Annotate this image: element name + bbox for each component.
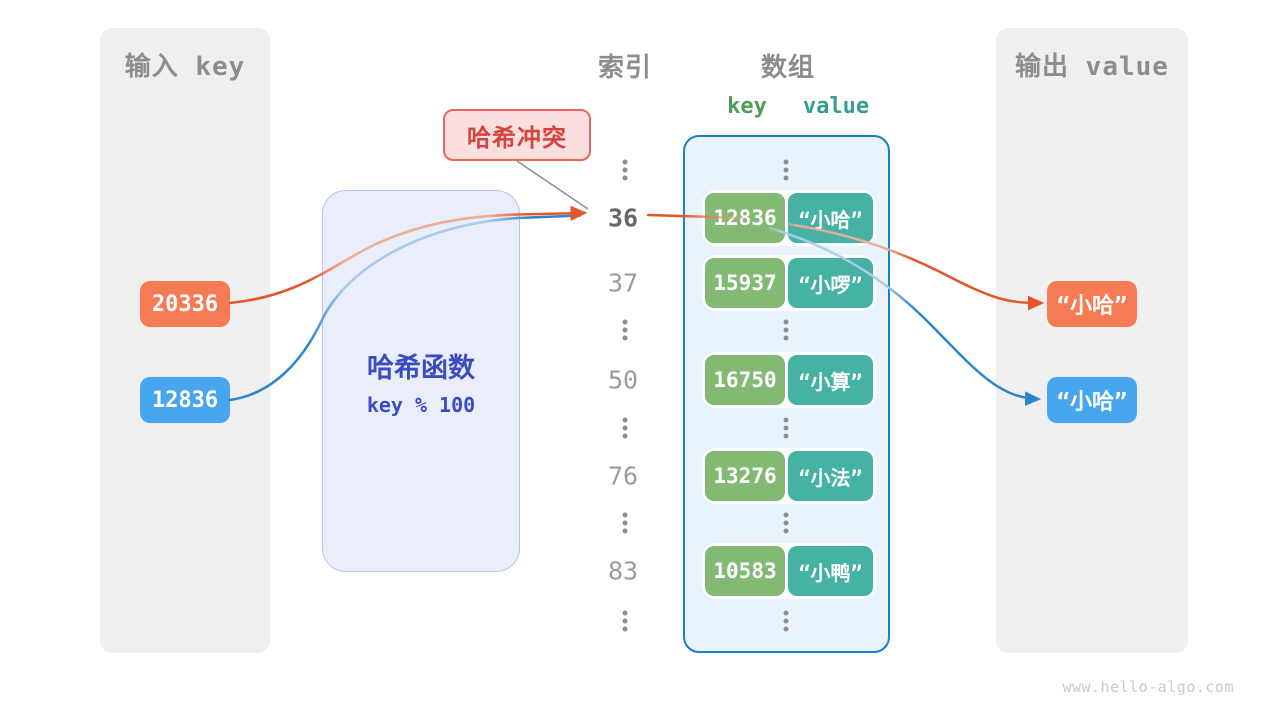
footer-url: www.hello-algo.com: [1062, 678, 1234, 696]
ellipsis-dots: [622, 520, 628, 526]
hash-function-title: 哈希函数: [367, 353, 475, 383]
value-cell: “小哈”: [788, 193, 873, 243]
ellipsis-dots: [783, 520, 789, 526]
key-cell: 12836: [705, 193, 785, 243]
table-row: 12836 “小哈”: [702, 190, 876, 246]
index-value-highlighted: 36: [607, 203, 639, 233]
ellipsis-dots: [622, 425, 628, 431]
index-title: 索引: [597, 52, 653, 82]
value-cell: “小鸭”: [788, 546, 873, 596]
output-panel: 输出 value: [996, 28, 1188, 653]
ellipsis-dots: [783, 425, 789, 431]
table-row: 16750 “小算”: [702, 352, 876, 408]
output-value-label: “小哈”: [1056, 390, 1128, 415]
index-value: 83: [607, 556, 639, 586]
ellipsis-dots: [622, 618, 628, 624]
table-row: 13276 “小法”: [702, 448, 876, 504]
collision-connector-line: [516, 160, 589, 210]
value-cell: “小啰”: [788, 258, 873, 308]
output-value-label: “小哈”: [1056, 294, 1128, 319]
array-header-value: value: [802, 94, 870, 119]
index-value: 50: [607, 365, 639, 395]
index-value: 37: [607, 268, 639, 298]
output-value-box-blue: “小哈”: [1047, 377, 1137, 423]
input-key-label: 20336: [151, 291, 219, 317]
value-cell: “小算”: [788, 355, 873, 405]
key-cell: 16750: [705, 355, 785, 405]
input-panel-title: 输入 key: [124, 52, 246, 82]
ellipsis-dots: [622, 327, 628, 333]
key-cell: 13276: [705, 451, 785, 501]
ellipsis-dots: [783, 618, 789, 624]
ellipsis-dots: [783, 167, 789, 173]
index-value: 76: [607, 461, 639, 491]
collision-label: 哈希冲突: [443, 109, 591, 161]
ellipsis-dots: [622, 167, 628, 173]
table-row: 15937 “小啰”: [702, 255, 876, 311]
output-value-box-orange: “小哈”: [1047, 281, 1137, 327]
array-title: 数组: [760, 52, 816, 82]
input-panel: 输入 key: [100, 28, 270, 653]
collision-label-text: 哈希冲突: [467, 124, 567, 152]
input-key-label: 12836: [151, 387, 219, 413]
input-key-box-blue: 12836: [140, 377, 230, 423]
output-panel-title: 输出 value: [1015, 52, 1169, 82]
input-key-box-orange: 20336: [140, 281, 230, 327]
key-cell: 10583: [705, 546, 785, 596]
hash-function-box: 哈希函数 key % 100: [322, 190, 520, 572]
array-header-key: key: [727, 94, 767, 119]
table-row: 10583 “小鸭”: [702, 543, 876, 599]
ellipsis-dots: [783, 327, 789, 333]
value-cell: “小法”: [788, 451, 873, 501]
hash-function-formula: key % 100: [366, 393, 476, 417]
key-cell: 15937: [705, 258, 785, 308]
